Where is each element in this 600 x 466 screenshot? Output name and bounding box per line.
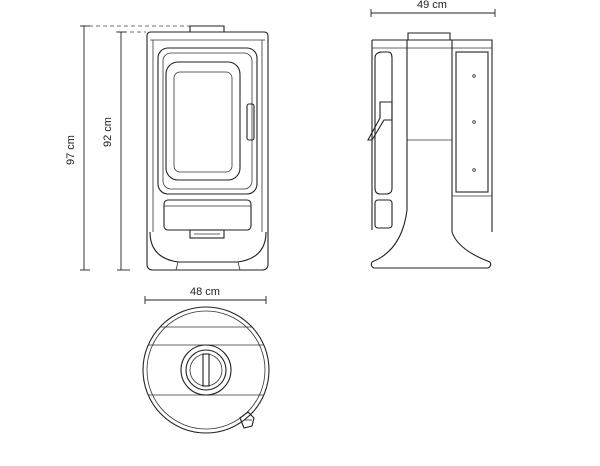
flue-ring-inner <box>189 353 223 387</box>
top-view: 48 cm <box>142 286 270 434</box>
side-view: 49 cm <box>367 0 496 269</box>
label-97cm: 97 cm <box>65 135 77 165</box>
ash-drawer <box>163 199 252 231</box>
rear-panel-screw-1 <box>472 74 476 78</box>
flue-collar <box>189 25 225 32</box>
flue-ring-outer <box>180 344 232 396</box>
label-92cm: 92 cm <box>102 117 114 147</box>
label-48cm: 48 cm <box>190 286 220 298</box>
side-door-profile <box>374 51 393 195</box>
base-curve <box>149 231 267 263</box>
dimension-97cm: 97 cm <box>65 25 90 271</box>
dimension-49cm: 49 cm <box>370 0 496 17</box>
dimension-92cm: 92 cm <box>102 31 130 271</box>
side-flared-base <box>370 209 492 269</box>
stove-body-outline <box>146 31 269 271</box>
door-handle <box>246 103 255 141</box>
top-outer-circle <box>142 306 270 434</box>
dimension-48cm: 48 cm <box>144 286 267 304</box>
flue-ring-mid <box>185 349 227 391</box>
side-flue-collar <box>407 32 451 40</box>
door-glass <box>165 61 241 181</box>
rear-panel-screw-3 <box>472 168 476 172</box>
base-feet <box>175 261 241 271</box>
drawer-handle <box>189 229 225 239</box>
side-body-top-right <box>372 39 493 232</box>
front-view: 97 cm 92 cm <box>65 25 269 271</box>
side-handle <box>367 101 393 141</box>
label-49cm: 49 cm <box>417 0 447 11</box>
flue-damper <box>202 353 210 387</box>
rear-panel <box>455 51 489 193</box>
door-glass-inner <box>173 71 233 173</box>
rear-panel-screw-2 <box>472 120 476 124</box>
door-frame-inner <box>162 52 253 190</box>
top-inner-circle <box>146 310 266 430</box>
top-handle <box>239 411 255 429</box>
door-frame <box>157 47 258 195</box>
side-ash-drawer <box>374 199 393 229</box>
